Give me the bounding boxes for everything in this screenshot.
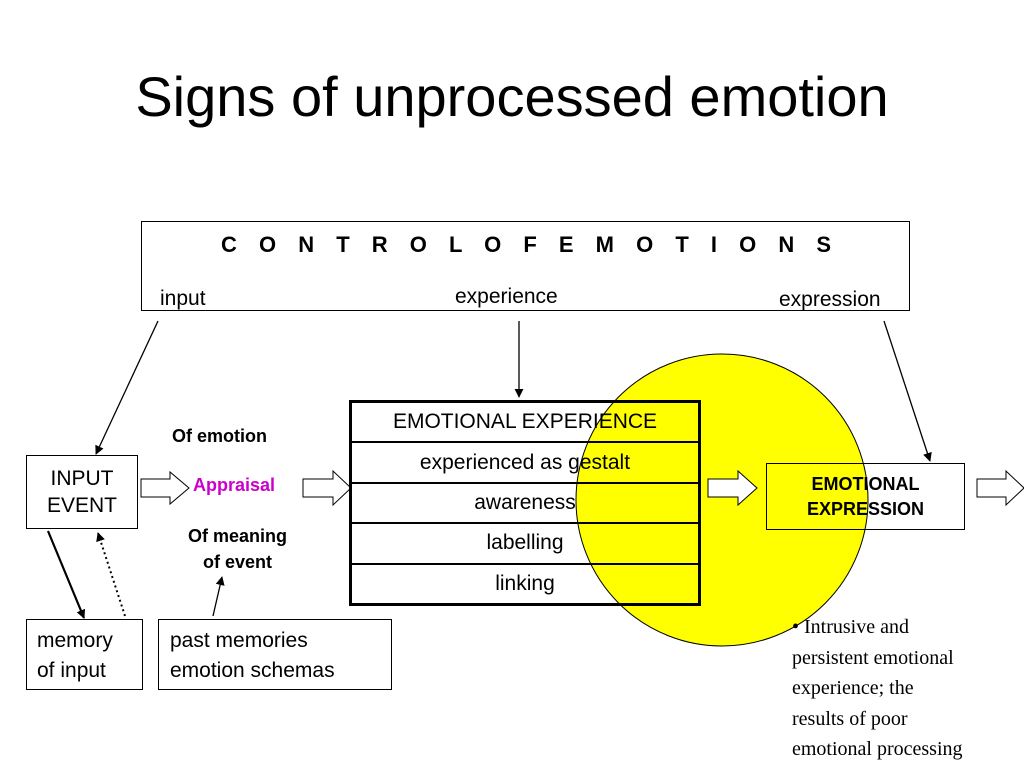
page-title: Signs of unprocessed emotion [135, 65, 889, 128]
block-arrow-expression-out [976, 469, 1024, 507]
table-row: awareness [352, 481, 698, 522]
intrusive-note: • Intrusive and persistent emotional exp… [792, 612, 1018, 765]
past-memories-line2: emotion schemas [170, 659, 335, 682]
control-label-input: input [160, 287, 206, 310]
past-memories-box: past memories emotion schemas [158, 619, 392, 690]
appraisal-label: Appraisal [193, 475, 276, 495]
block-arrow-event-to-appraisal [140, 470, 190, 506]
arrow-expression-to-box [883, 320, 932, 462]
note-line: results of poor [792, 707, 908, 730]
of-meaning-line2: of event [202, 552, 272, 572]
block-arrow-experience-to-expression [707, 469, 758, 507]
arrow-event-to-memory [46, 530, 86, 619]
input-event-box: INPUT EVENT [26, 455, 138, 529]
arrow-memory-to-event [96, 532, 126, 617]
table-row: linking [352, 562, 698, 603]
of-emotion-label: Of emotion [172, 426, 267, 446]
emotional-expression-line2: EXPRESSION [806, 498, 925, 519]
input-event-line1: INPUT [50, 467, 114, 490]
input-event-line2: EVENT [46, 494, 117, 517]
arrow-input-to-event [95, 320, 159, 455]
note-line: persistent emotional [792, 646, 954, 669]
of-meaning-line1: Of meaning [187, 526, 287, 546]
control-label-experience: experience [455, 285, 558, 308]
table-row: experienced as gestalt [352, 441, 698, 481]
note-line: • Intrusive and [792, 616, 909, 638]
past-memories-line1: past memories [170, 629, 308, 652]
of-meaning-label: Of meaning of event [165, 523, 310, 575]
note-line: experience; the [792, 677, 914, 699]
table-row: EMOTIONAL EXPERIENCE [392, 410, 658, 434]
memory-of-input-box: memory of input [26, 619, 143, 690]
table-row: labelling [352, 522, 698, 562]
control-label-expression: expression [779, 288, 881, 311]
control-box [141, 221, 910, 311]
block-arrow-appraisal-to-experience [302, 469, 352, 507]
arrow-memories-to-appraisal [212, 576, 225, 617]
memory-line2: of input [37, 659, 106, 682]
emotional-expression-line1: EMOTIONAL [811, 473, 920, 494]
control-title: C O N T R O L O F E M O T I O N S [220, 232, 840, 257]
memory-line1: memory [37, 629, 113, 652]
emotional-expression-box: EMOTIONAL EXPRESSION [766, 463, 965, 530]
emotional-experience-table: EMOTIONAL EXPERIENCE experienced as gest… [349, 400, 701, 606]
highlight-circle [575, 353, 869, 647]
note-line: emotional processing [792, 738, 963, 760]
